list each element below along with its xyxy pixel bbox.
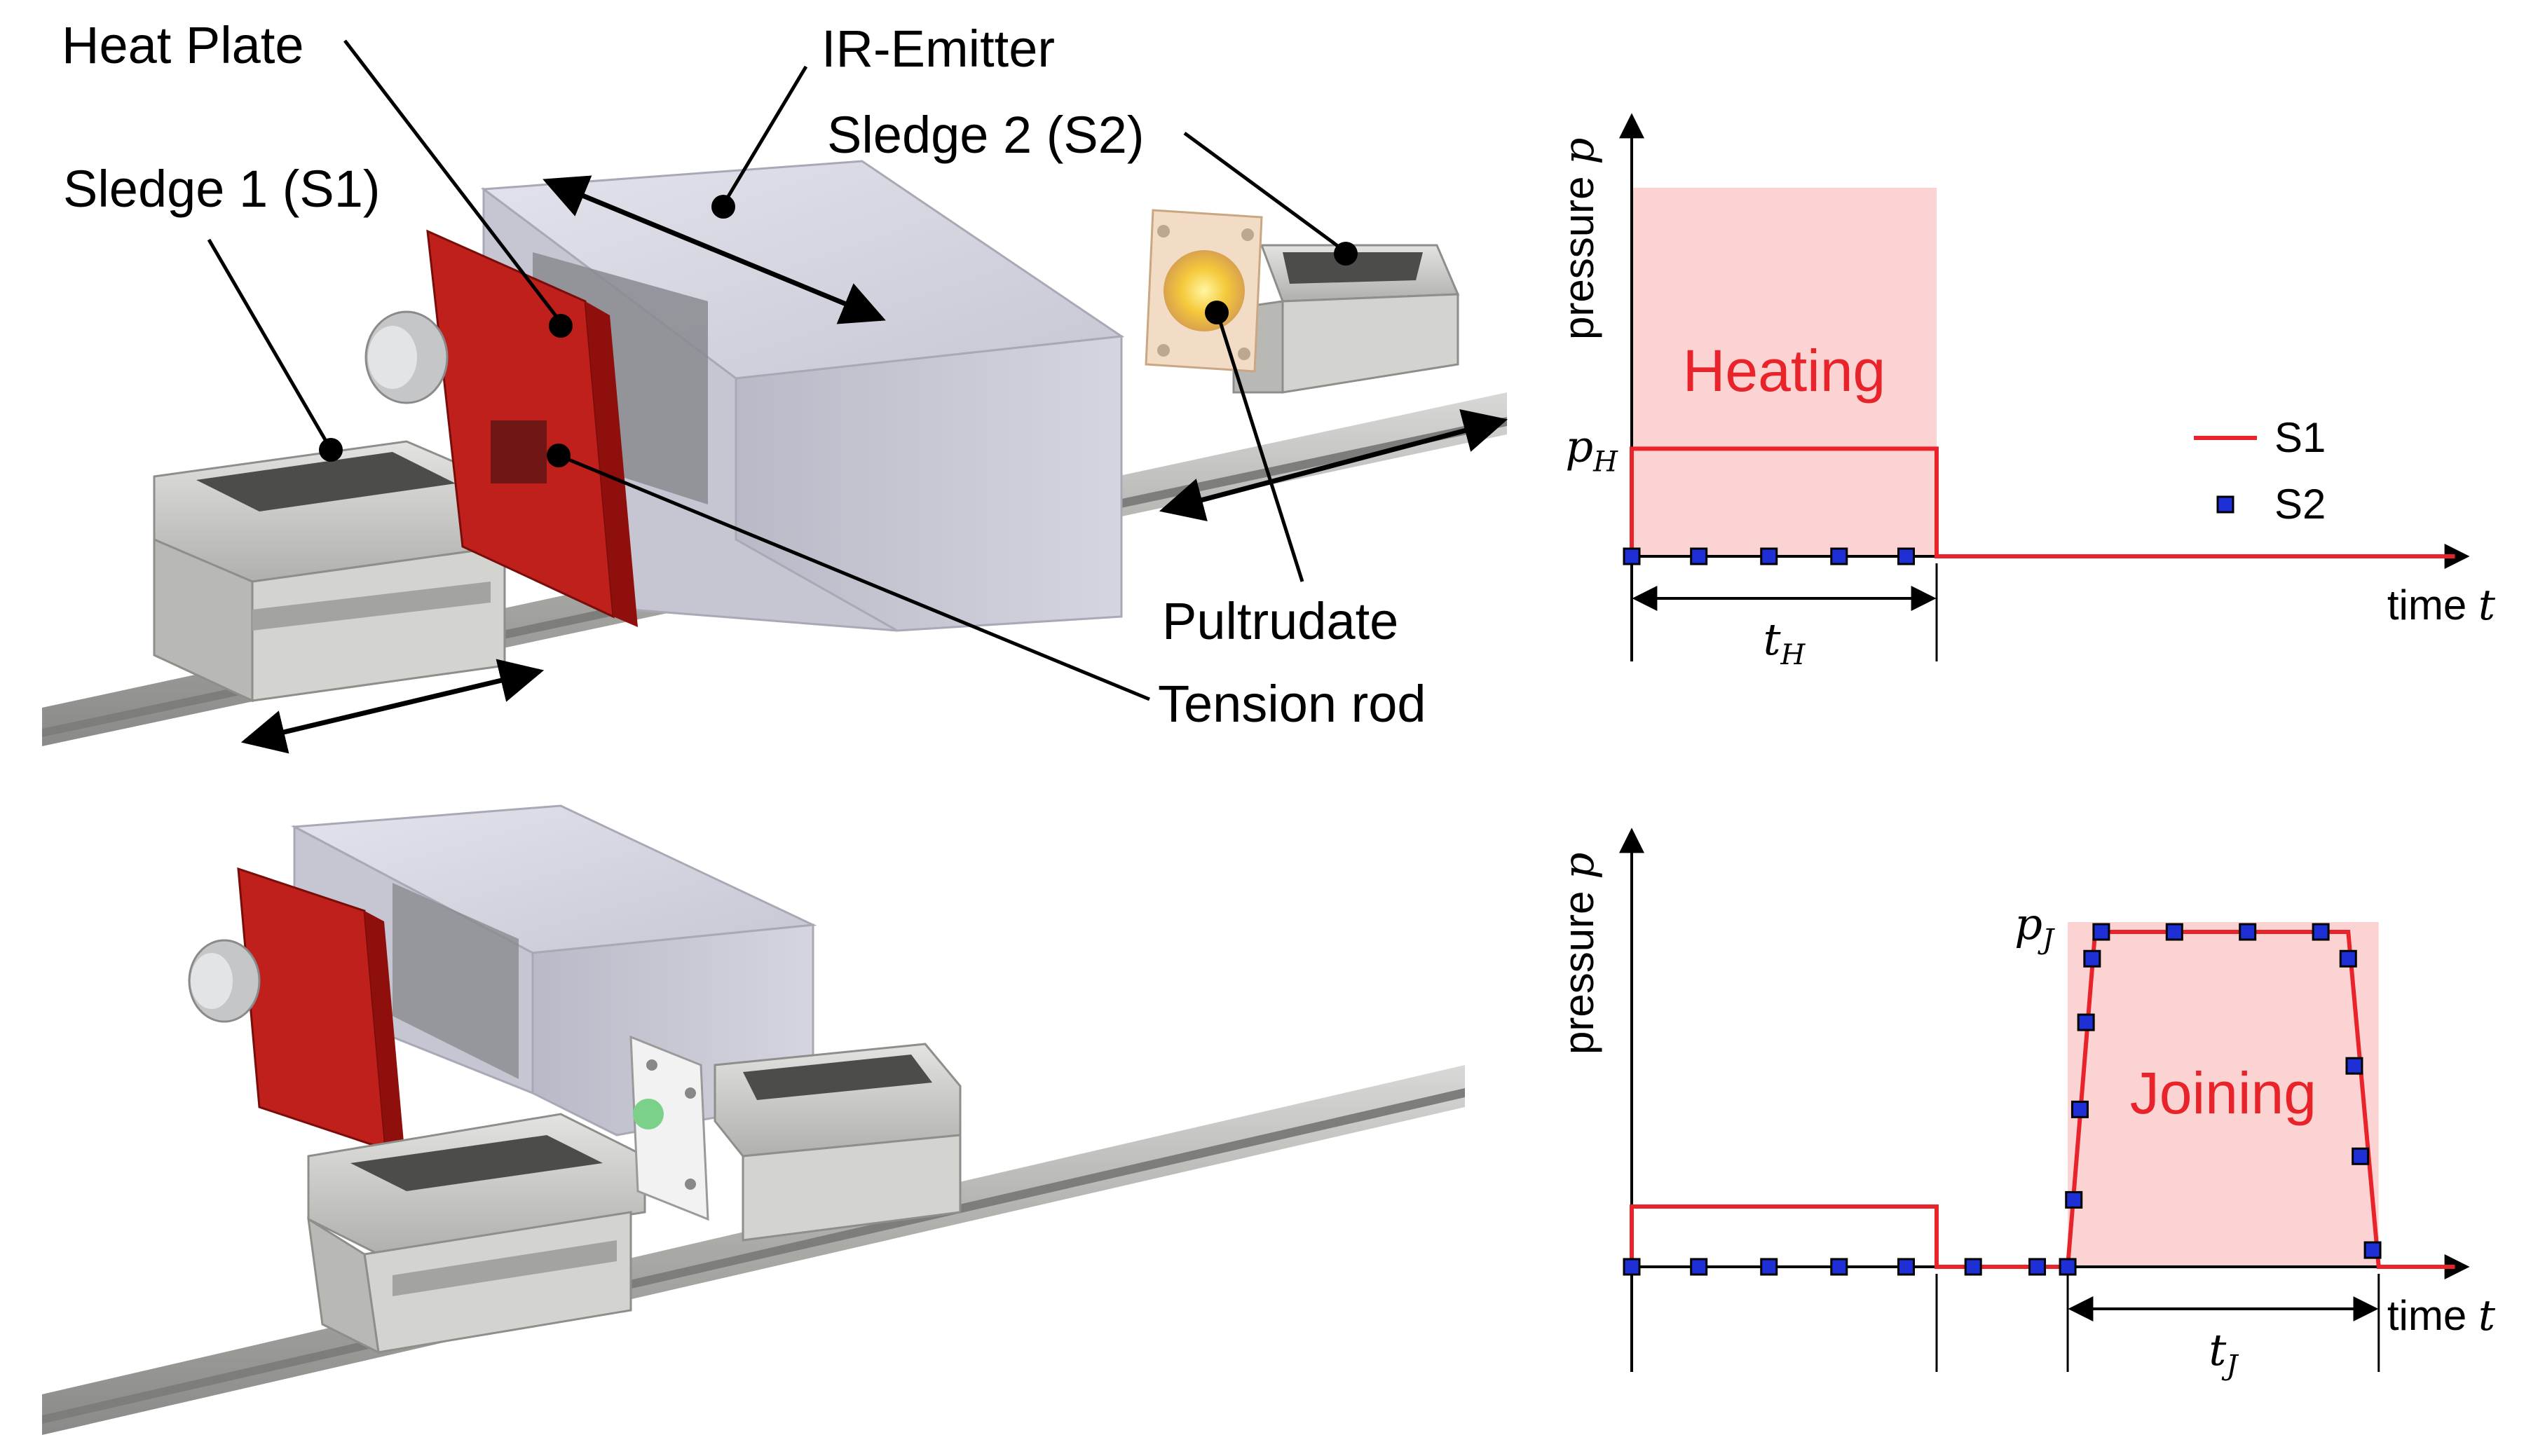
tension-rod-label: Tension rod [1158,675,1426,733]
pultrudate-pointer-dot [1205,301,1229,324]
s2-marker [2059,1258,2077,1276]
s2-marker [1760,1258,1778,1276]
sledge-2-body [1232,244,1460,394]
y-axis-label: pressure p [1555,852,1604,1055]
interval-label: tH [1763,614,1806,671]
ir-emitter-body-joined [290,804,817,1136]
sledge-1-body [153,440,506,703]
s2-marker [1830,547,1848,565]
ir-emitter-pointer-dot [711,195,735,219]
level-label: pJ [2014,898,2055,956]
s2-marker [1690,1258,1708,1276]
s2-marker [1964,1258,1982,1276]
heat-plate-pointer-dot [549,314,573,338]
y-axis-label: pressure p [1555,137,1604,340]
sledge2-pointer-dot [1334,242,1358,266]
s2-marker [2352,1147,2370,1165]
s2-marker [2083,949,2101,968]
s2-marker [2077,1013,2095,1031]
s2-marker [2070,1100,2089,1118]
top-machine-illustration: Heat Plate IR-Emitter Sledge 2 (S2) Sled… [42,16,1508,754]
s1-line [1630,446,2455,558]
sledge1-label: Sledge 1 (S1) [63,160,381,218]
x-axis-label: time t [2387,581,2496,630]
s2-marker [2345,1057,2363,1075]
heat-plate-label: Heat Plate [62,16,304,74]
legend-s2-label: S2 [2274,481,2326,528]
emitter-motion-arrow [543,175,886,324]
region-label: Joining [2130,1060,2317,1126]
level-label: pH [1565,420,1618,478]
tension-rod-pointer-dot [547,444,571,467]
s2-marker [2028,1258,2047,1276]
sledge-1-joined [307,1113,646,1354]
region-shading [2068,922,2379,1267]
bottom-machine-illustration [42,804,1465,1435]
s2-marker [2339,949,2357,968]
s2-marker [2165,923,2183,941]
sledge-2-joined [714,1043,962,1242]
sledge2-label: Sledge 2 (S2) [827,106,1145,164]
s2-marker [1897,1258,1915,1276]
s2-marker [2065,1190,2083,1209]
pultrudate-label: Pultrudate [1162,592,1398,650]
tension-rod-cylinder [364,310,449,404]
chart-joining: Joining pressure p time t pJ tJ [1555,827,2496,1382]
legend-s2-swatch [2216,495,2234,514]
sledge2-motion-arrow [1159,409,1508,521]
s2-marker [2092,923,2110,941]
s2-marker [1897,547,1915,565]
region-label: Heating [1683,338,1886,404]
x-axis-label: time t [2387,1291,2496,1340]
s2-marker [2363,1241,2382,1259]
s2-marker [1830,1258,1848,1276]
s2-marker [1623,1258,1641,1276]
sledge1-motion-arrow [240,659,545,754]
s2-marker [1690,547,1708,565]
interval-label: tJ [2209,1324,2239,1382]
ir-emitter-label: IR-Emitter [821,20,1055,78]
pultrudate-specimen [1145,209,1263,373]
s2-marker [2239,923,2257,941]
sledge1-pointer-dot [319,438,343,462]
legend-s1-label: S1 [2274,414,2326,461]
region-shading [1632,188,1937,556]
s2-marker [1760,547,1778,565]
s2-marker [2312,923,2330,941]
s2-marker [1623,547,1641,565]
joined-specimen [629,1035,709,1221]
